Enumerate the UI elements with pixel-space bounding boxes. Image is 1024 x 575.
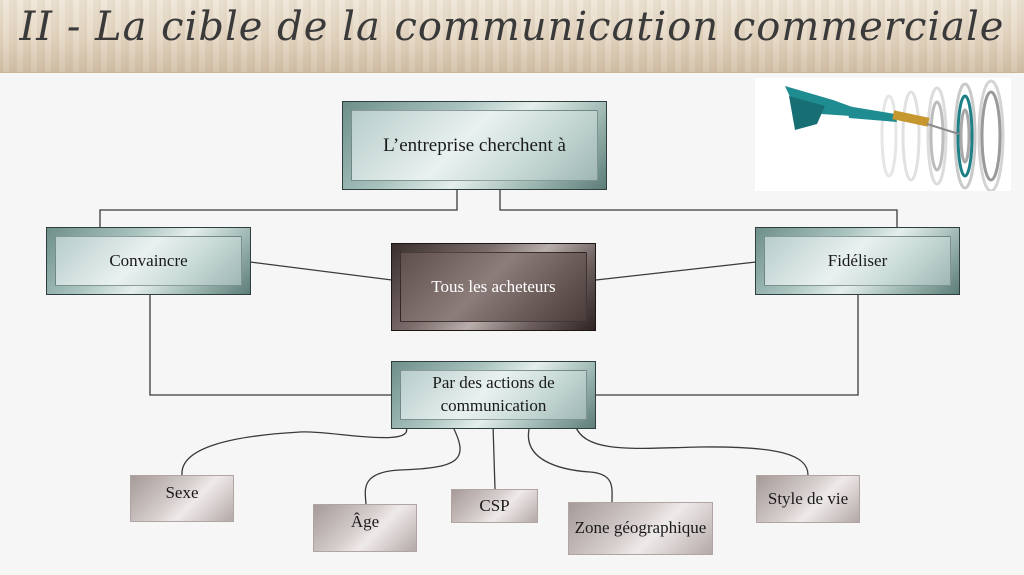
actions-to-sexe-line [181, 424, 408, 476]
dart-target-image [755, 78, 1011, 193]
actions-to-zone-line [527, 424, 613, 503]
dart-target-icon [785, 79, 1005, 193]
age-box: Âge [313, 504, 417, 552]
slide-title: II - La cible de la communication commer… [19, 4, 1005, 50]
title-banner: II - La cible de la communication commer… [0, 0, 1024, 73]
style-box: Style de vie [756, 475, 860, 523]
fideliser-label: Fidéliser [827, 250, 888, 270]
fideliser-box: Fidéliser [755, 227, 960, 295]
zone-label: Zone géographique [574, 518, 707, 538]
sexe-box: Sexe [130, 475, 234, 522]
actions-to-age-line [364, 424, 461, 505]
center-box: Tous les acheteurs [391, 243, 596, 331]
root-box: L’entreprise cherchent à [342, 101, 607, 190]
actions-to-csp-line [492, 424, 496, 490]
actions-box: Par des actions de communication [391, 361, 596, 429]
actions-label: Par des actions de communication [432, 373, 555, 415]
actions-to-style-line [574, 424, 809, 476]
convaincre-to-center-line [249, 261, 393, 281]
csp-label: CSP [479, 495, 510, 515]
root-label: L’entreprise cherchent à [383, 134, 566, 156]
center-to-fideliser-line [595, 261, 757, 281]
convaincre-box: Convaincre [46, 227, 251, 295]
root-to-convaincre-line [99, 190, 458, 230]
age-label: Âge [350, 512, 380, 531]
sexe-label: Sexe [165, 483, 199, 502]
style-label: Style de vie [767, 488, 849, 508]
root-to-fideliser-line [499, 190, 898, 230]
csp-box: CSP [451, 489, 538, 523]
zone-box: Zone géographique [568, 502, 713, 555]
fideliser-to-actions-line [596, 294, 859, 396]
convaincre-to-actions-line [149, 294, 392, 396]
convaincre-label: Convaincre [109, 250, 188, 270]
center-label: Tous les acheteurs [431, 276, 556, 296]
